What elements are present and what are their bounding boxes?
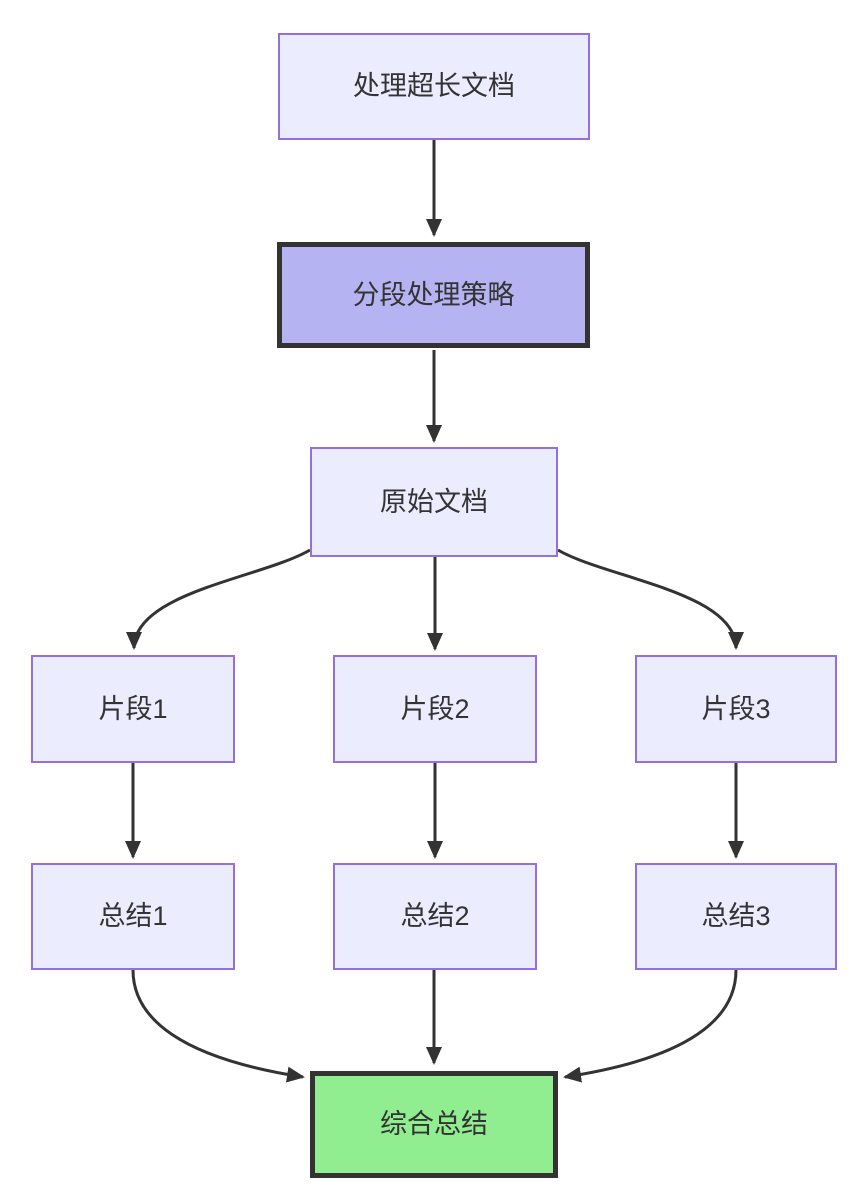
node-summary-1: 总结1: [31, 863, 235, 970]
node-summary-3: 总结3: [635, 863, 837, 970]
node-start: 处理超长文档: [278, 33, 590, 140]
edge-summary1-to-final-arrow: [131, 969, 305, 1083]
node-chunk-3: 片段3: [635, 655, 837, 763]
node-source-document: 原始文档: [310, 447, 558, 557]
node-summary-2: 总结2: [333, 863, 537, 970]
node-chunk-1: 片段1: [31, 655, 235, 763]
node-chunk-2: 片段2: [333, 655, 537, 763]
node-final-summary: 综合总结: [310, 1071, 558, 1178]
edge-source-to-chunk1-arrow: [126, 548, 311, 650]
edge-source-to-chunk3-arrow: [557, 548, 744, 650]
node-strategy: 分段处理策略: [277, 242, 590, 348]
edge-summary3-to-final-arrow: [563, 969, 738, 1083]
